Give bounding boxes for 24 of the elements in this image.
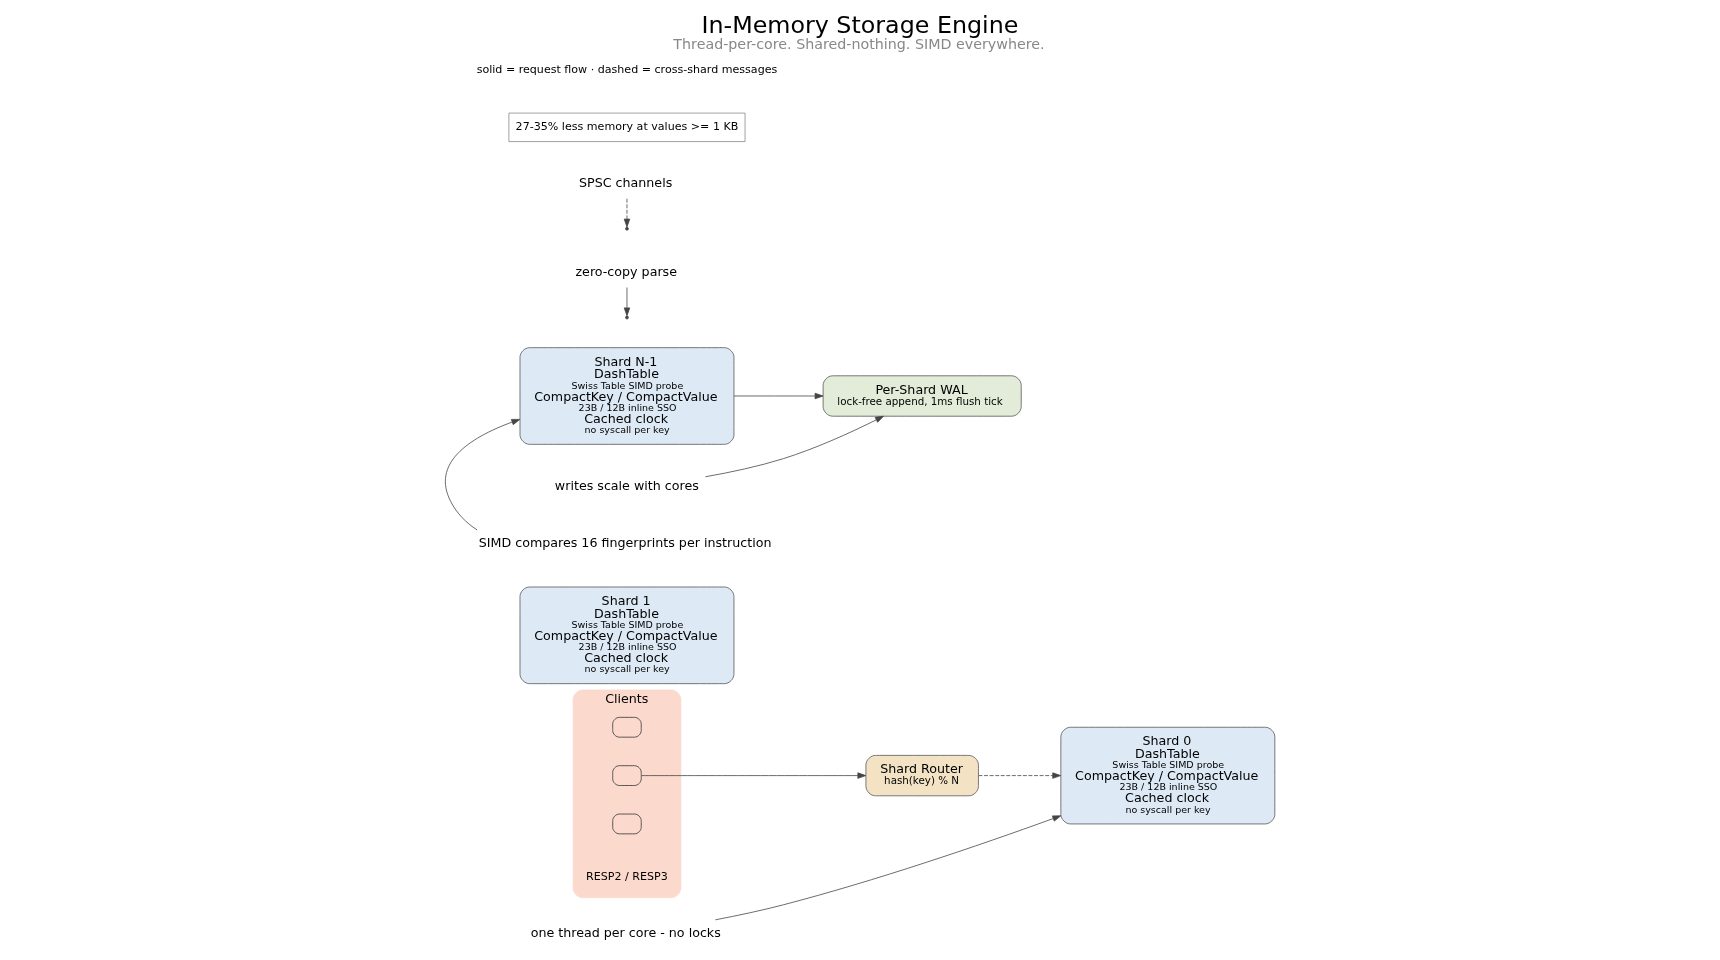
- label: solid = request flow · dashed = cross-shard messages: [476, 63, 778, 77]
- arrow: [733, 392, 824, 400]
- arrow: [714, 815, 1062, 921]
- node-text: one thread per core - no locks: [530, 925, 721, 941]
- node-box: Per-Shard WAL lock-free append, 1ms flush tick: [822, 375, 1022, 417]
- node-text: zero-copy parse: [575, 264, 677, 280]
- node-box: [612, 765, 642, 786]
- node-box: Shard Router hash(key) % N: [865, 755, 979, 797]
- node-box: [612, 716, 642, 738]
- node-box: [612, 813, 642, 835]
- arrow: [623, 287, 631, 317]
- arrow: [978, 772, 1062, 779]
- node-text: SPSC channels: [579, 175, 673, 191]
- arrow: [445, 419, 521, 531]
- node-label: RESP2 / RESP3: [586, 869, 668, 883]
- arrow: [623, 198, 631, 228]
- arrow: [705, 415, 884, 478]
- arrow: [641, 772, 867, 779]
- node-box: Shard 1 DashTable Swiss Table SIMD probe CompactKey / CompactValue 23B / 12B inline SSO Cached clock no syscall per key: [519, 586, 735, 685]
- node-text: SIMD compares 16 fingerprints per instruction: [478, 535, 772, 551]
- node-box: Shard N-1 DashTable Swiss Table SIMD probe CompactKey / CompactValue 23B / 12B inline SSO Cached clock no syscall per key: [519, 347, 735, 445]
- node-box: Shard 0 DashTable Swiss Table SIMD probe CompactKey / CompactValue 23B / 12B inline SSO Cached clock no syscall per key: [1060, 726, 1276, 825]
- label: 27-35% less memory at values >= 1 KB: [515, 120, 739, 134]
- node-text: writes scale with cores: [554, 478, 699, 494]
